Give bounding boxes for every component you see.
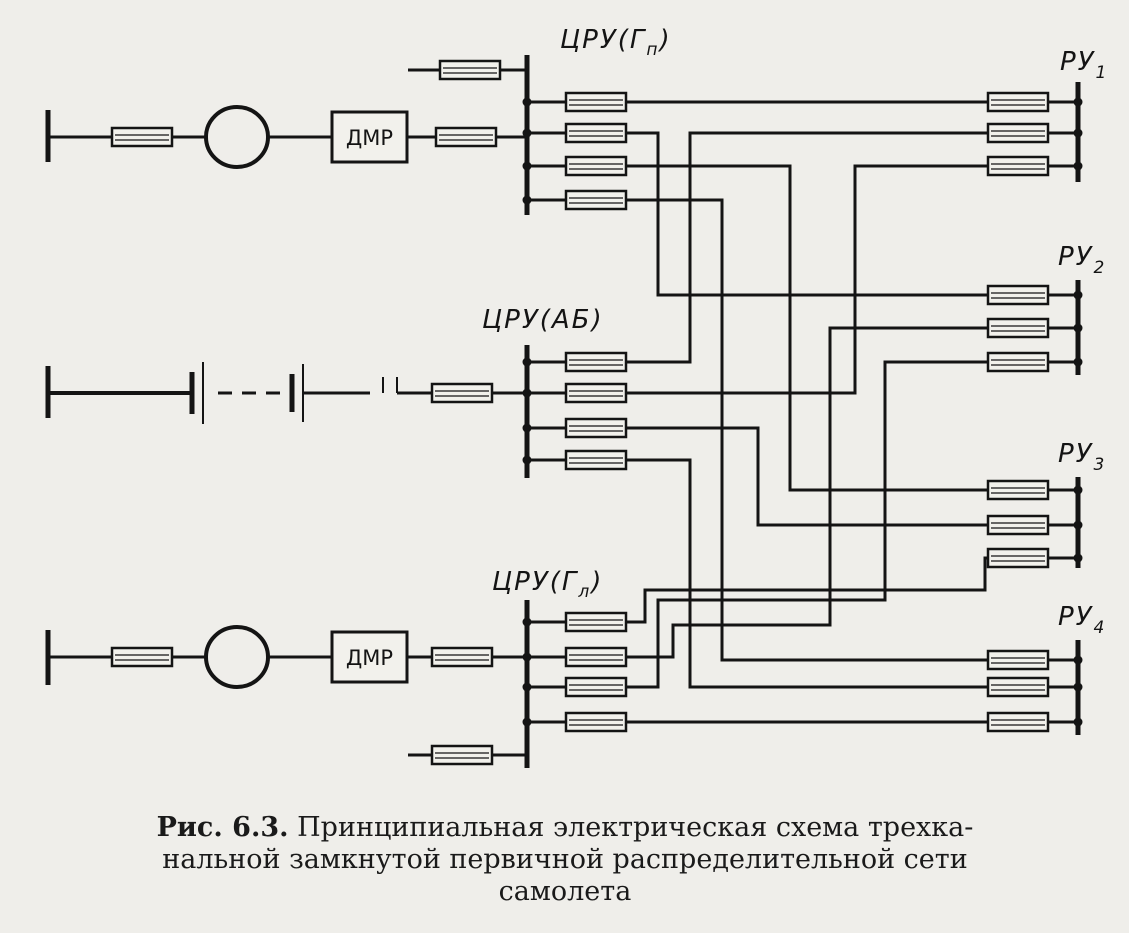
interconnect-wiring (626, 100, 988, 724)
dmr-label-bottom: ДМР (346, 646, 393, 670)
fuse-dmr-top (434, 126, 498, 148)
dmr-box-top (330, 110, 409, 164)
fuse-aux-bottom (430, 744, 494, 766)
figure-caption: Рис. 6.3. Принципиальная электрическая с… (60, 812, 1070, 908)
label-cru-ab: ЦРУ(АБ) (482, 305, 604, 335)
caption-line-2: нальной замкнутой первичной распределите… (162, 844, 968, 875)
generator-bottom (204, 625, 270, 689)
label-ru1: РУ1 (1060, 47, 1108, 83)
label-ru2: РУ2 (1058, 242, 1106, 278)
generator-channel-top: ДМР (45, 59, 527, 169)
caption-text-1: Принципиальная электрическая схема трехк… (297, 812, 974, 843)
caption-line-1: Рис. 6.3. Принципиальная электрическая с… (60, 812, 1070, 844)
fuse-dmr-bottom (430, 646, 494, 668)
dmr-box-bottom (330, 630, 409, 684)
fuse-gen-top (110, 126, 174, 148)
fuse-gen-bottom (110, 646, 174, 668)
label-ru4: РУ4 (1058, 602, 1106, 638)
circuit-diagram: ДМР ДМР (45, 25, 1108, 768)
label-cru-gl: ЦРУ(Гл) (492, 567, 603, 602)
caption-figure-number: Рис. 6.3. (156, 812, 289, 843)
caption-line-3: самолета (498, 876, 632, 907)
dmr-label-top: ДМР (346, 126, 393, 150)
fuse-battery (430, 382, 494, 404)
cru-feeder-fuses (522, 91, 628, 733)
label-ru3: РУ3 (1058, 439, 1106, 475)
fuse-aux-top (438, 59, 502, 81)
ru-feeder-fuses (986, 91, 1083, 733)
battery-channel (45, 362, 527, 424)
label-cru-gp: ЦРУ(Гп) (560, 25, 672, 60)
generator-top (204, 105, 270, 169)
generator-channel-bottom: ДМР (45, 625, 527, 766)
